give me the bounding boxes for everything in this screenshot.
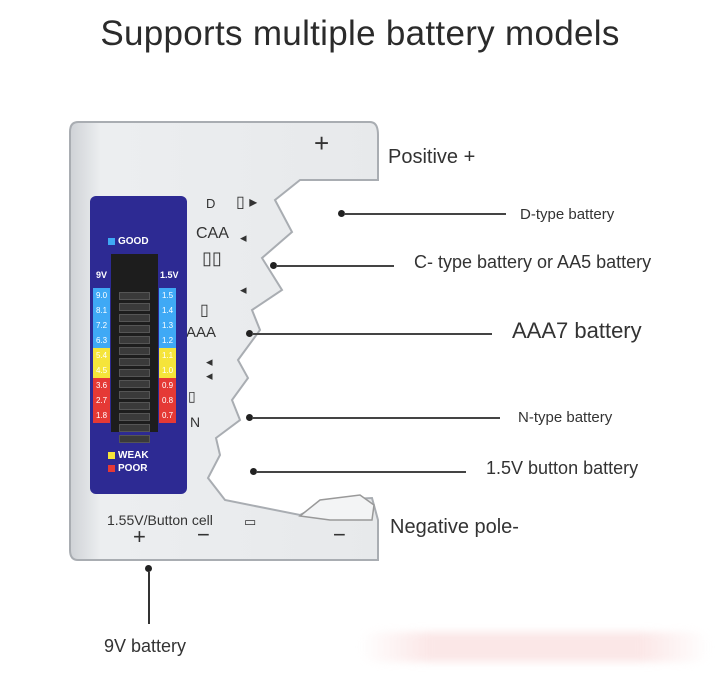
level-segment (119, 358, 150, 366)
scale-value: 9.0 (93, 288, 110, 303)
poor-legend: POOR (108, 463, 147, 474)
arrow-icon: ◂ (206, 368, 213, 383)
scale-value: 0.9 (159, 378, 176, 393)
scale-value: 1.1 (159, 348, 176, 363)
level-segment (119, 314, 150, 322)
battery-icon: ▯ (200, 302, 209, 319)
scale-value: 5.4 (93, 348, 110, 363)
scale-value: 0.8 (159, 393, 176, 408)
button-cell-label: 1.55V/Button cell (107, 512, 213, 528)
level-segment (119, 413, 150, 421)
scale-value: 1.4 (159, 303, 176, 318)
level-segment (119, 402, 150, 410)
level-segment (119, 336, 150, 344)
level-segment (119, 369, 150, 377)
positive-terminal-bottom: + (133, 524, 146, 549)
level-segment (119, 391, 150, 399)
weak-legend: WEAK (108, 450, 149, 461)
negative-label: Negative pole- (390, 516, 519, 538)
good-label: GOOD (118, 236, 149, 247)
level-segment (119, 424, 150, 432)
level-segment (119, 303, 150, 311)
aaa7-label: AAA7 battery (512, 318, 642, 343)
negative-contact (298, 494, 375, 521)
nine-v-pointer-dot (145, 565, 152, 572)
scale-value: 2.7 (93, 393, 110, 408)
n-type-pointer-dot (246, 414, 253, 421)
nine-v-leader-line (148, 572, 150, 624)
nine-v-label: 9V battery (104, 636, 187, 656)
slot-caa-label: CAA (196, 225, 229, 242)
level-segment (119, 380, 150, 388)
poor-swatch (108, 464, 115, 472)
level-segment (119, 325, 150, 333)
right-scale-header: 1.5V (160, 270, 179, 280)
negative-terminal-left: − (197, 522, 210, 547)
scale-value: 1.5 (159, 288, 176, 303)
scale-value: 4.5 (93, 363, 110, 378)
scale-value: 8.1 (93, 303, 110, 318)
aaa7-leader-line (252, 333, 492, 335)
level-segment (119, 292, 150, 300)
slot-n-label: N (190, 414, 201, 430)
d-type-leader-line (344, 213, 506, 215)
scale-value: 1.3 (159, 318, 176, 333)
battery-icon: ▯ (188, 388, 196, 404)
aaa7-pointer-dot (246, 330, 253, 337)
blurred-region (360, 632, 710, 662)
left-scale-header: 9V (96, 270, 108, 280)
d-type-pointer-dot (338, 210, 345, 217)
battery-pair-icon: ▯▯ (202, 248, 222, 268)
slot-d-label: D (206, 196, 216, 211)
n-type-label: N-type battery (518, 409, 613, 426)
level-bar-steps (119, 292, 150, 443)
c-type-leader-line (276, 265, 394, 267)
scale-value: 1.8 (93, 408, 110, 423)
positive-terminal-mark: + (314, 128, 330, 158)
scale-value: 7.2 (93, 318, 110, 333)
battery-icon: ▯ ▸ (236, 194, 258, 211)
scale-value: 6.3 (93, 333, 110, 348)
weak-label: WEAK (118, 450, 149, 461)
c-type-label: C- type battery or AA5 battery (414, 252, 652, 272)
button-pointer-dot (250, 468, 257, 475)
c-type-pointer-dot (270, 262, 277, 269)
negative-terminal-right: − (333, 522, 346, 547)
button-leader-line (256, 471, 466, 473)
scale-value: 0.7 (159, 408, 176, 423)
good-legend: GOOD (108, 236, 149, 247)
button-cell-icon: ▭ (244, 514, 257, 529)
n-type-leader-line (252, 417, 500, 419)
level-segment (119, 435, 150, 443)
page-title: Supports multiple battery models (100, 14, 620, 53)
weak-swatch (108, 451, 115, 459)
level-segment (119, 347, 150, 355)
arrow-icon: ◂ (206, 354, 213, 369)
d-type-label: D-type battery (520, 206, 615, 223)
slot-aaa-label: AAA (186, 324, 217, 341)
arrow-icon: ◂ (240, 230, 247, 245)
poor-label: POOR (118, 463, 148, 474)
scale-value: 3.6 (93, 378, 110, 393)
arrow-icon: ◂ (240, 282, 247, 297)
positive-label: Positive + (388, 146, 476, 168)
button-battery-label: 1.5V button battery (486, 458, 639, 478)
scale-value: 1.0 (159, 363, 176, 378)
good-swatch (108, 237, 115, 245)
scale-value: 1.2 (159, 333, 176, 348)
